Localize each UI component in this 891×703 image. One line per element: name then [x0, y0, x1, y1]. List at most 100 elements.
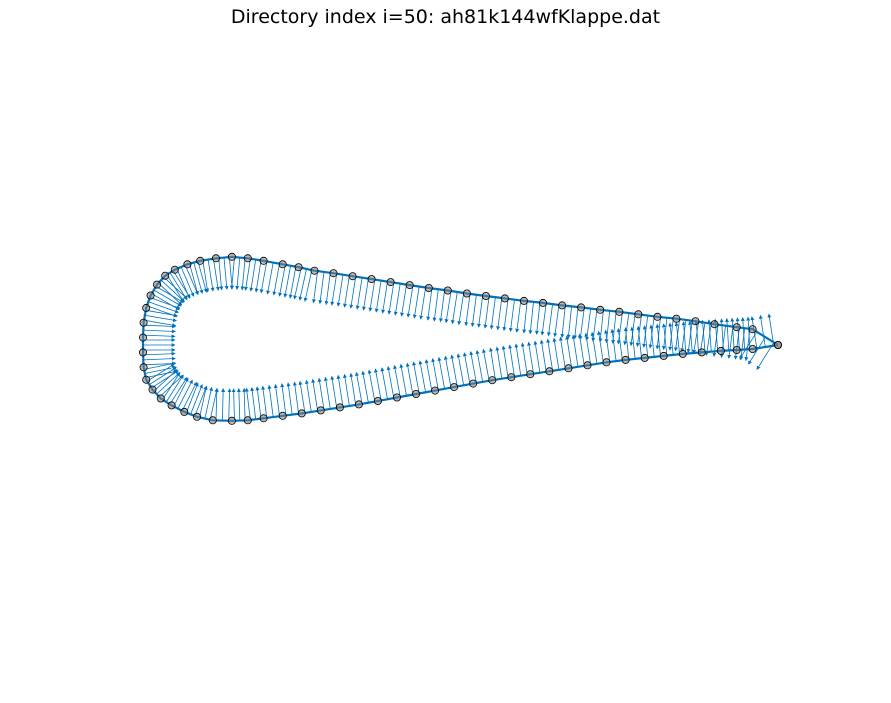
normal-vector-177 [412, 361, 420, 394]
normal-vector-139 [190, 384, 203, 415]
normal-vector-111 [145, 309, 178, 318]
surface-point-60 [431, 386, 440, 395]
normal-vector-54 [419, 287, 426, 320]
normal-vector-125 [145, 369, 178, 378]
normal-vector-89 [218, 258, 224, 291]
surface-point-69 [602, 358, 611, 367]
surface-point-8 [615, 307, 624, 316]
surface-point-38 [139, 318, 148, 327]
normal-vector-209 [616, 328, 623, 361]
normal-vector-113 [144, 319, 177, 328]
normal-vector-223 [707, 319, 712, 352]
normal-vector-207 [604, 329, 611, 362]
normal-vector-17 [655, 317, 661, 350]
surface-point-3 [710, 320, 719, 329]
normal-vector-208 [610, 328, 617, 362]
normal-vector-36 [534, 302, 541, 335]
normal-vector-63 [362, 278, 369, 311]
normal-vector-105 [155, 286, 184, 303]
normal-vector-215 [655, 323, 661, 357]
normal-vector-142 [204, 386, 213, 419]
normal-vector-200 [558, 336, 566, 369]
normal-vector-82 [249, 259, 257, 292]
surface-point-37 [142, 303, 151, 312]
normal-vector-218 [674, 321, 680, 355]
normal-vector-141 [199, 385, 208, 418]
surface-point-45 [167, 401, 176, 410]
normal-vector-220 [688, 320, 693, 354]
normal-vector-74 [293, 267, 302, 300]
surface-point-34 [161, 271, 170, 280]
surface-point-2 [732, 323, 741, 332]
surface-point-40 [138, 348, 147, 357]
normal-vector-79 [266, 262, 274, 295]
normal-vector-126 [146, 363, 175, 382]
surface-point-48 [208, 416, 217, 425]
normal-vector-175 [399, 363, 407, 396]
normal-vector-210 [623, 327, 630, 360]
normal-vector-34 [546, 304, 553, 337]
normal-vector-102 [163, 276, 188, 300]
normal-vector-1 [748, 336, 766, 365]
surface-point-62 [469, 379, 478, 388]
normal-vector-228 [735, 317, 740, 350]
normal-vector-52 [432, 289, 439, 322]
normal-vector-213 [642, 325, 649, 358]
normal-vector-188 [482, 348, 490, 381]
normal-vector-114 [143, 324, 177, 329]
normal-vector-60 [381, 281, 388, 314]
surface-point-21 [367, 275, 376, 284]
normal-vector-42 [496, 297, 503, 331]
normal-vector-229 [740, 317, 746, 350]
normal-vector-45 [477, 295, 484, 328]
surface-point-23 [329, 269, 338, 278]
normal-vector-123 [144, 361, 176, 370]
normal-vector-103 [160, 279, 185, 303]
surface-point-74 [697, 348, 706, 357]
surface-point-28 [243, 254, 252, 263]
surface-point-16 [462, 289, 471, 298]
normal-vector-199 [552, 337, 560, 370]
normal-vector-50 [444, 290, 452, 324]
surface-point-57 [373, 396, 382, 405]
surface-point-50 [243, 416, 252, 425]
normal-vector-68 [330, 273, 338, 306]
normal-vector-31 [566, 306, 572, 339]
normal-vector-104 [158, 282, 183, 306]
normal-vector-158 [292, 381, 299, 414]
normal-vector-72 [303, 270, 313, 302]
surface-point-36 [146, 291, 155, 300]
surface-point-6 [653, 312, 662, 321]
normal-vector-108 [149, 297, 181, 310]
normal-vector-87 [228, 257, 234, 290]
surface-point-71 [640, 353, 649, 362]
normal-vector-19 [642, 315, 649, 348]
normal-vector-151 [250, 387, 257, 420]
normal-vector-179 [424, 359, 433, 392]
normal-vector-129 [153, 368, 178, 392]
surface-point-59 [412, 389, 421, 398]
surface-point-55 [335, 403, 344, 412]
surface-point-78 [774, 340, 783, 349]
normal-vector-212 [636, 325, 642, 359]
normal-vector-222 [700, 319, 706, 353]
surface-point-15 [481, 291, 490, 300]
normal-vector-2 [739, 331, 758, 360]
normal-vector-184 [456, 353, 465, 386]
normal-vector-201 [565, 335, 572, 368]
normal-vector-109 [148, 301, 180, 314]
normal-vector-171 [374, 368, 382, 401]
surface-point-44 [156, 394, 165, 403]
surface-point-68 [583, 361, 592, 370]
normal-vector-170 [367, 369, 376, 402]
surface-point-75 [716, 346, 725, 355]
surface-point-64 [507, 373, 516, 382]
normal-vector-148 [236, 388, 241, 421]
surface-point-10 [577, 303, 586, 312]
normal-vector-99 [172, 270, 191, 299]
normal-vector-51 [438, 290, 445, 323]
surface-point-61 [450, 383, 459, 392]
normal-vector-140 [194, 385, 208, 417]
surface-point-53 [297, 409, 306, 418]
